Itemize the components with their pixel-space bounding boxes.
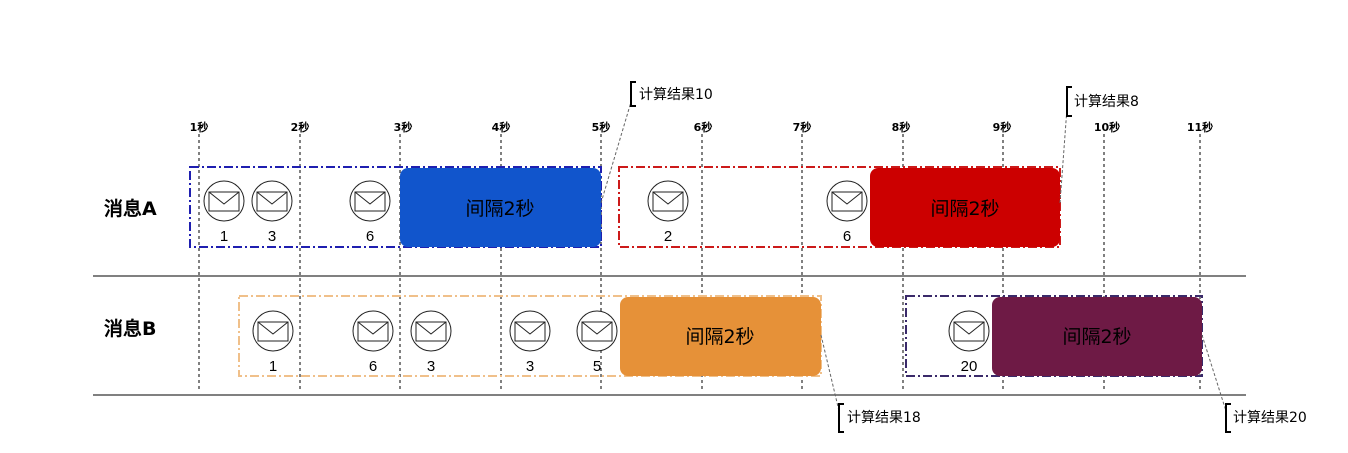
interval-label: 间隔2秒 xyxy=(1062,326,1131,348)
envelope-icon xyxy=(410,310,452,352)
result-label: 计算结果18 xyxy=(847,410,921,426)
message-number: 3 xyxy=(427,358,435,375)
envelope-icon xyxy=(203,180,245,222)
message-number: 6 xyxy=(843,228,851,245)
message: 20 xyxy=(948,310,990,375)
result-label: 计算结果8 xyxy=(1074,94,1139,110)
callout-leader xyxy=(1201,334,1227,412)
callout-a1: 计算结果10 xyxy=(600,81,713,204)
tick-label: 11秒 xyxy=(1187,120,1213,134)
callout-bracket xyxy=(1066,86,1072,117)
window-a1: 间隔2秒 1 3 6 xyxy=(189,166,602,248)
message-number: 1 xyxy=(269,358,277,375)
window-frame xyxy=(238,295,822,377)
envelope-icon xyxy=(647,180,689,222)
message-number: 5 xyxy=(593,358,601,375)
row-label-a: 消息A xyxy=(104,197,157,220)
window-a2: 间隔2秒 2 6 xyxy=(618,166,1061,248)
tick-label: 3秒 xyxy=(394,120,413,134)
message-number: 6 xyxy=(369,358,377,375)
callout-leader xyxy=(820,334,840,412)
message: 3 xyxy=(410,310,452,375)
tick-label: 6秒 xyxy=(694,120,713,134)
envelope-icon xyxy=(252,310,294,352)
message: 1 xyxy=(252,310,294,375)
message-number: 3 xyxy=(526,358,534,375)
tick-label: 7秒 xyxy=(793,120,812,134)
callout-leader xyxy=(600,101,632,204)
callout-bracket xyxy=(630,81,636,107)
envelope-icon xyxy=(948,310,990,352)
callout-bracket xyxy=(1225,403,1231,433)
tick-label: 10秒 xyxy=(1094,120,1120,134)
interval-label: 间隔2秒 xyxy=(465,198,534,220)
envelope-icon xyxy=(509,310,551,352)
time-axis: 1秒 2秒 3秒 4秒 5秒 6秒 7秒 8秒 9秒 10秒 11秒 xyxy=(190,120,1213,392)
message: 6 xyxy=(349,180,391,245)
message-number: 6 xyxy=(366,228,374,245)
interval-block xyxy=(870,168,1060,247)
callout-b2: 计算结果20 xyxy=(1201,334,1307,433)
callout-leader xyxy=(1059,107,1068,204)
tick-label: 9秒 xyxy=(993,120,1012,134)
row-label-b: 消息B xyxy=(104,317,156,340)
message: 3 xyxy=(509,310,551,375)
window-b1: 间隔2秒 1 6 3 xyxy=(238,295,822,377)
message: 3 xyxy=(251,180,293,245)
tick-label: 5秒 xyxy=(592,120,611,134)
message-number: 1 xyxy=(220,228,228,245)
interval-block xyxy=(992,297,1202,376)
window-b2: 间隔2秒 20 xyxy=(905,295,1203,377)
interval-label: 间隔2秒 xyxy=(930,198,999,220)
message: 6 xyxy=(826,180,868,245)
interval-block xyxy=(620,297,821,376)
envelope-icon xyxy=(352,310,394,352)
result-label: 计算结果10 xyxy=(639,87,713,103)
message: 2 xyxy=(647,180,689,245)
message: 5 xyxy=(576,310,618,375)
callout-a2: 计算结果8 xyxy=(1059,86,1139,204)
tick-label: 8秒 xyxy=(892,120,911,134)
message: 1 xyxy=(203,180,245,245)
envelope-icon xyxy=(251,180,293,222)
interval-block xyxy=(400,168,601,247)
message-number: 3 xyxy=(268,228,276,245)
message-number: 2 xyxy=(664,228,672,245)
message: 6 xyxy=(352,310,394,375)
tick-label: 4秒 xyxy=(492,120,511,134)
envelope-icon xyxy=(576,310,618,352)
interval-label: 间隔2秒 xyxy=(685,326,754,348)
message-number: 20 xyxy=(961,358,978,375)
tick-label: 1秒 xyxy=(190,120,209,134)
envelope-icon xyxy=(349,180,391,222)
callout-bracket xyxy=(838,403,844,433)
callout-b1: 计算结果18 xyxy=(820,334,921,433)
result-label: 计算结果20 xyxy=(1233,410,1307,426)
tick-label: 2秒 xyxy=(291,120,310,134)
envelope-icon xyxy=(826,180,868,222)
